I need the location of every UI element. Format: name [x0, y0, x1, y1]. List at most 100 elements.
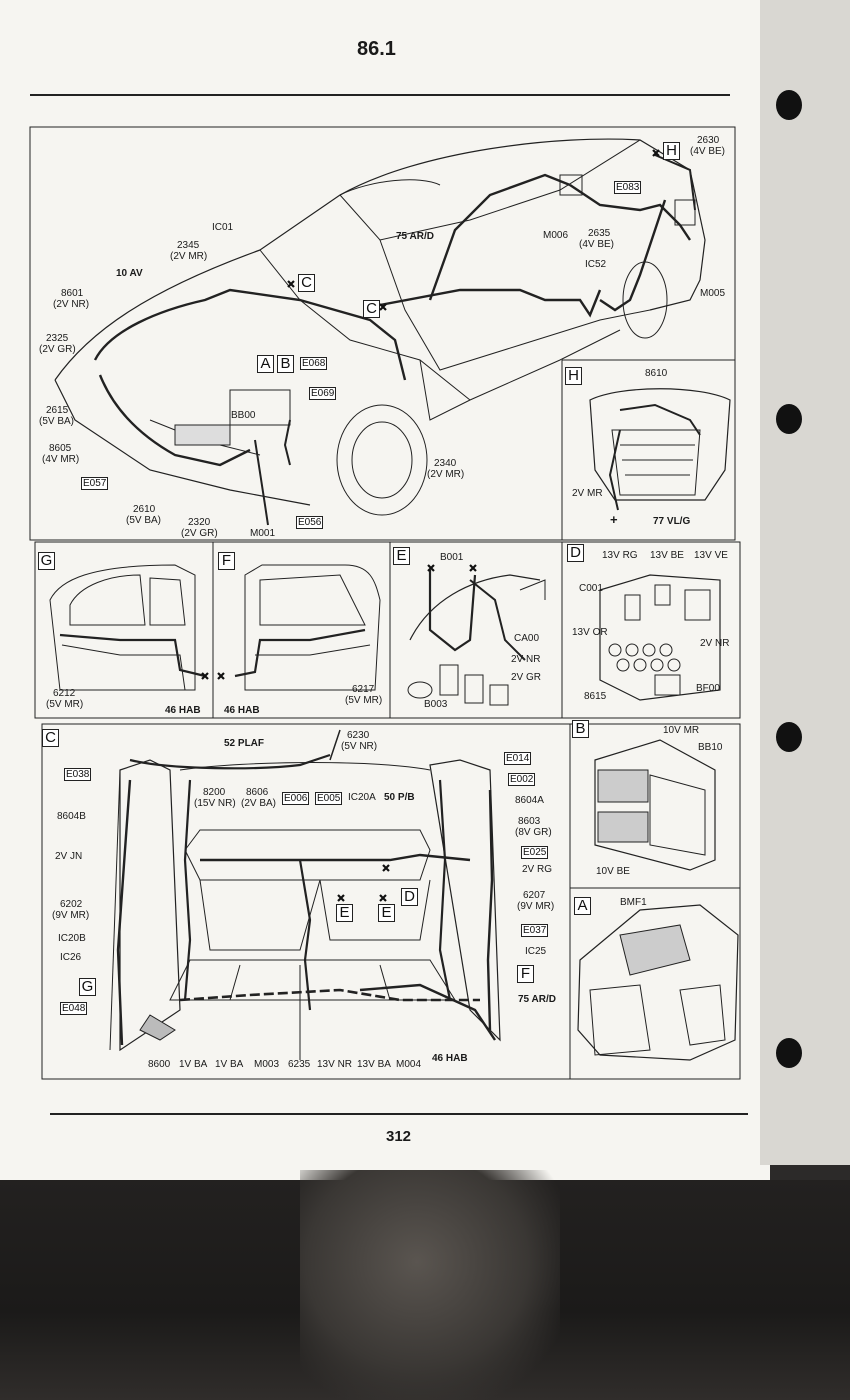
view-ref-g: G [79, 978, 96, 996]
harness-label: 50 P/B [384, 792, 415, 803]
component-id: 6212 [53, 688, 76, 699]
facing-page [760, 0, 850, 1165]
component-detail: (2V MR) [427, 469, 465, 480]
component-id: 2340 [434, 458, 457, 469]
component-id: CA00 [514, 633, 540, 644]
component-id: M001 [250, 528, 276, 539]
component-detail: (2V GR) [181, 528, 218, 539]
view-ref-a: A [257, 355, 274, 373]
component-id: BMF1 [620, 897, 647, 908]
binder-hole [776, 404, 802, 434]
wire-label: 13V BA [357, 1059, 391, 1070]
component-detail: (5V MR) [345, 695, 383, 706]
component-detail: (2V MR) [170, 251, 208, 262]
component-id: M005 [700, 288, 726, 299]
component-id: IC20B [58, 933, 86, 944]
wire-label: 2V RG [522, 864, 553, 875]
component-id: 2630 [697, 135, 720, 146]
panel-letter-c: C [42, 729, 59, 747]
earth-point: E025 [521, 846, 549, 859]
view-ref-e: E [378, 904, 395, 922]
wire-label: 10V MR [663, 725, 700, 736]
wire-label: 13V BE [650, 550, 684, 561]
wire-label: 2V JN [55, 851, 83, 862]
wire-label: 1V BA [179, 1059, 208, 1070]
earth-point: E068 [300, 357, 328, 370]
earth-point: E069 [309, 387, 337, 400]
view-ref-e: E [336, 904, 353, 922]
component-id: 6235 [288, 1059, 311, 1070]
binder-hole [776, 722, 802, 752]
harness-label-rear: 75 AR/D [396, 231, 434, 242]
component-id: 8600 [148, 1059, 171, 1070]
component-id: 8615 [584, 691, 607, 702]
earth-point: E037 [521, 924, 549, 937]
earth-point: E014 [504, 752, 532, 765]
component-id: 2320 [188, 517, 211, 528]
component-detail: (15V NR) [194, 798, 236, 809]
component-detail: (5V NR) [341, 741, 378, 752]
panel-letter-f: F [218, 552, 235, 570]
earth-point: E048 [60, 1002, 88, 1015]
wire-label: 1V BA [215, 1059, 244, 1070]
panel-letter-g: G [38, 552, 55, 570]
component-id: IC01 [212, 222, 234, 233]
component-id: B003 [424, 699, 448, 710]
component-id: 2345 [177, 240, 200, 251]
panel-letter-b: B [572, 720, 589, 738]
panel-letter-a: A [574, 897, 591, 915]
section-number: 86.1 [357, 38, 396, 60]
component-detail: (4V BE) [579, 239, 615, 250]
harness-label: 75 AR/D [518, 994, 556, 1005]
harness-label: 52 PLAF [224, 738, 265, 749]
binder-hole [776, 90, 802, 120]
component-id: 2615 [46, 405, 69, 416]
component-detail: (2V NR) [53, 299, 90, 310]
component-id: 8604B [57, 811, 86, 822]
earth-point: E005 [315, 792, 343, 805]
component-id: 8610 [645, 368, 668, 379]
earth-point: E057 [81, 477, 109, 490]
component-id: 8603 [518, 816, 541, 827]
wire-label: 10V BE [596, 866, 630, 877]
component-id: M003 [254, 1059, 280, 1070]
harness-label-front: 10 AV [116, 268, 143, 279]
harness-label: 46 HAB [432, 1053, 468, 1064]
component-id: IC52 [585, 259, 607, 270]
harness-label: 46 HAB [224, 705, 260, 716]
component-id: BF00 [696, 683, 720, 694]
component-id: BB10 [698, 742, 723, 753]
component-id: BB00 [231, 410, 256, 421]
harness-label: 77 VL/G [653, 516, 691, 527]
wire-label: 2V GR [511, 672, 542, 683]
component-id: 2635 [588, 228, 611, 239]
component-id: IC20A [348, 792, 376, 803]
panel-letter-e: E [393, 547, 410, 565]
earth-point: E002 [508, 773, 536, 786]
page-number: 312 [386, 1128, 412, 1145]
component-id: IC26 [60, 952, 82, 963]
component-detail: (2V BA) [241, 798, 277, 809]
component-id: IC25 [525, 946, 547, 957]
component-detail: (4V MR) [42, 454, 80, 465]
earth-point: E006 [282, 792, 310, 805]
component-id: C001 [579, 583, 603, 594]
component-detail: (8V GR) [515, 827, 552, 838]
component-id: 8605 [49, 443, 72, 454]
view-ref-h: H [663, 142, 680, 160]
binder-hole [776, 1038, 802, 1068]
view-ref-d: D [401, 888, 418, 906]
component-id: M004 [396, 1059, 422, 1070]
view-ref-b: B [277, 355, 294, 373]
earth-point: E056 [296, 516, 324, 529]
component-id: 6207 [523, 890, 546, 901]
view-ref-f: F [517, 965, 534, 983]
component-id: 2325 [46, 333, 69, 344]
view-ref-c: C [363, 300, 380, 318]
component-detail: (9V MR) [517, 901, 555, 912]
component-id: 6202 [60, 899, 83, 910]
component-detail: (5V MR) [46, 699, 84, 710]
hand-shadow [300, 1170, 560, 1400]
component-id: 6230 [347, 730, 370, 741]
